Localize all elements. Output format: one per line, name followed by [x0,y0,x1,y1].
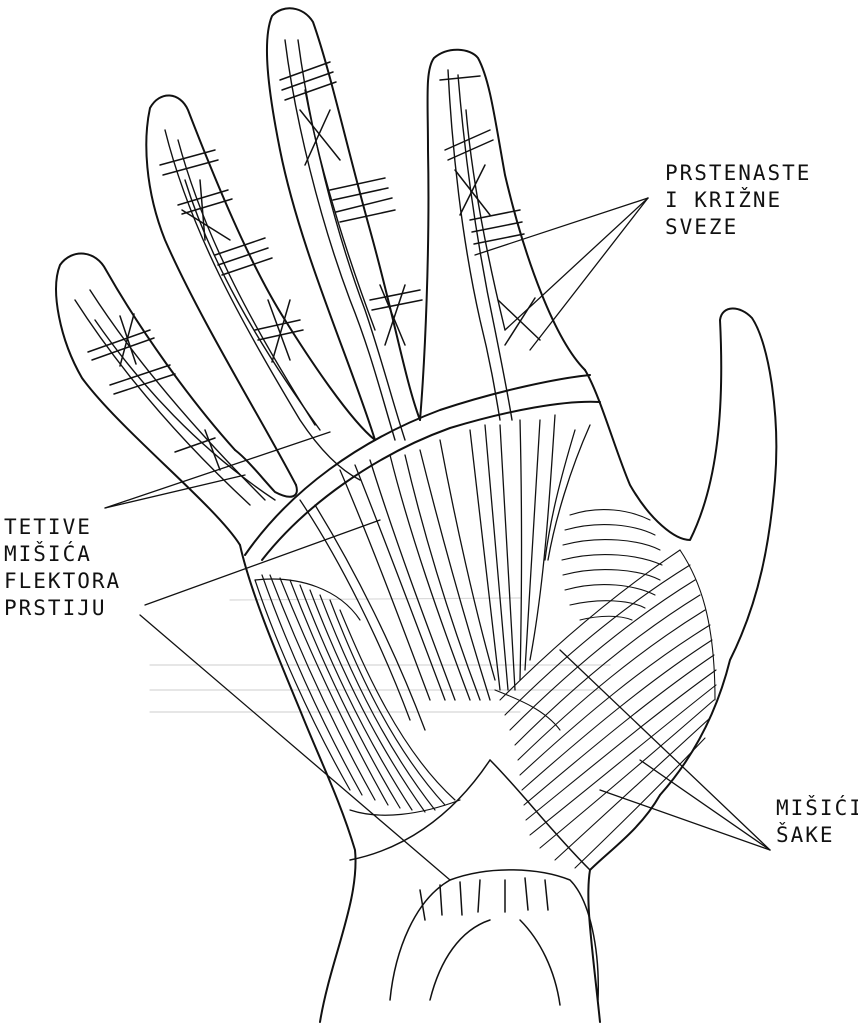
label-tendons-line-3: FLEKTORA [4,568,121,595]
wrist-tendons [350,760,598,1005]
label-ligaments: PRSTENASTE I KRIŽNE SVEZE [665,160,811,241]
label-tendons-line-2: MIŠIĆA [4,541,121,568]
thenar-muscles [495,510,716,868]
label-tendons-line-1: TETIVE [4,514,121,541]
annular-ligaments [88,62,540,470]
label-ligaments-line-1: PRSTENASTE [665,160,811,187]
hypothenar-muscles [255,575,460,815]
label-muscles-line-2: ŠAKE [776,822,858,849]
ghost-text [150,598,610,712]
label-muscles: MIŠIĆI ŠAKE [776,795,858,849]
label-muscles-line-1: MIŠIĆI [776,795,858,822]
flexor-tendons-palm [300,415,590,730]
leader-lines [105,198,770,880]
label-tendons-line-4: PRSTIJU [4,595,121,622]
label-ligaments-line-2: I KRIŽNE [665,187,811,214]
label-ligaments-line-3: SVEZE [665,214,811,241]
label-tendons: TETIVE MIŠIĆA FLEKTORA PRSTIJU [4,514,121,622]
finger-tendons [75,40,512,505]
